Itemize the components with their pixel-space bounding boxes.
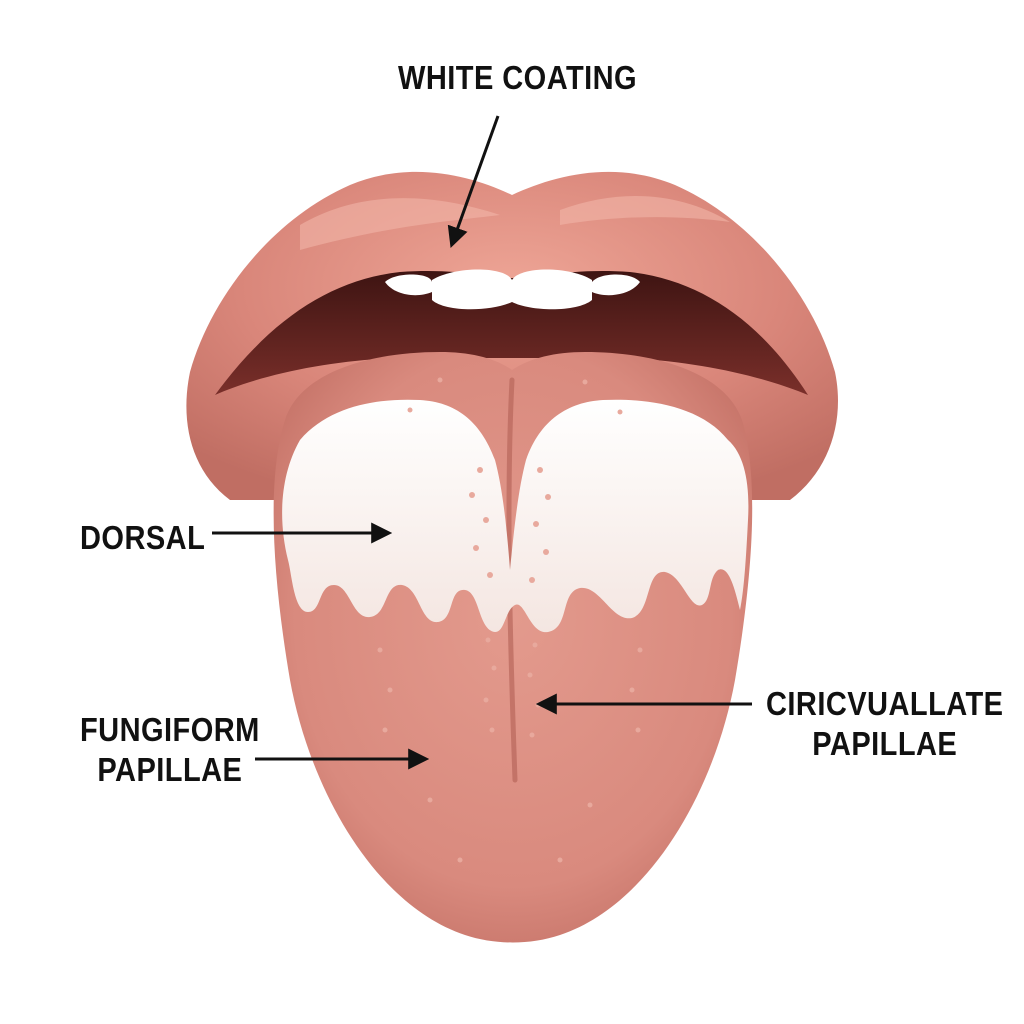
mouth-cavity xyxy=(215,271,808,395)
arrow-white-coating xyxy=(447,115,500,248)
label-circumvallate-papillae: CIRICVUALLATE PAPILLAE xyxy=(766,685,1004,762)
label-dorsal: DORSAL xyxy=(80,519,206,556)
lip-highlight xyxy=(560,196,730,225)
label-white-coating: WHITE COATING xyxy=(398,59,638,96)
teeth xyxy=(385,269,640,310)
white-coating xyxy=(282,399,749,633)
papillae-dots xyxy=(377,377,643,863)
label-fungiform-papillae: FUNGIFORM PAPILLAE xyxy=(80,711,260,788)
lip-highlight xyxy=(300,198,500,250)
